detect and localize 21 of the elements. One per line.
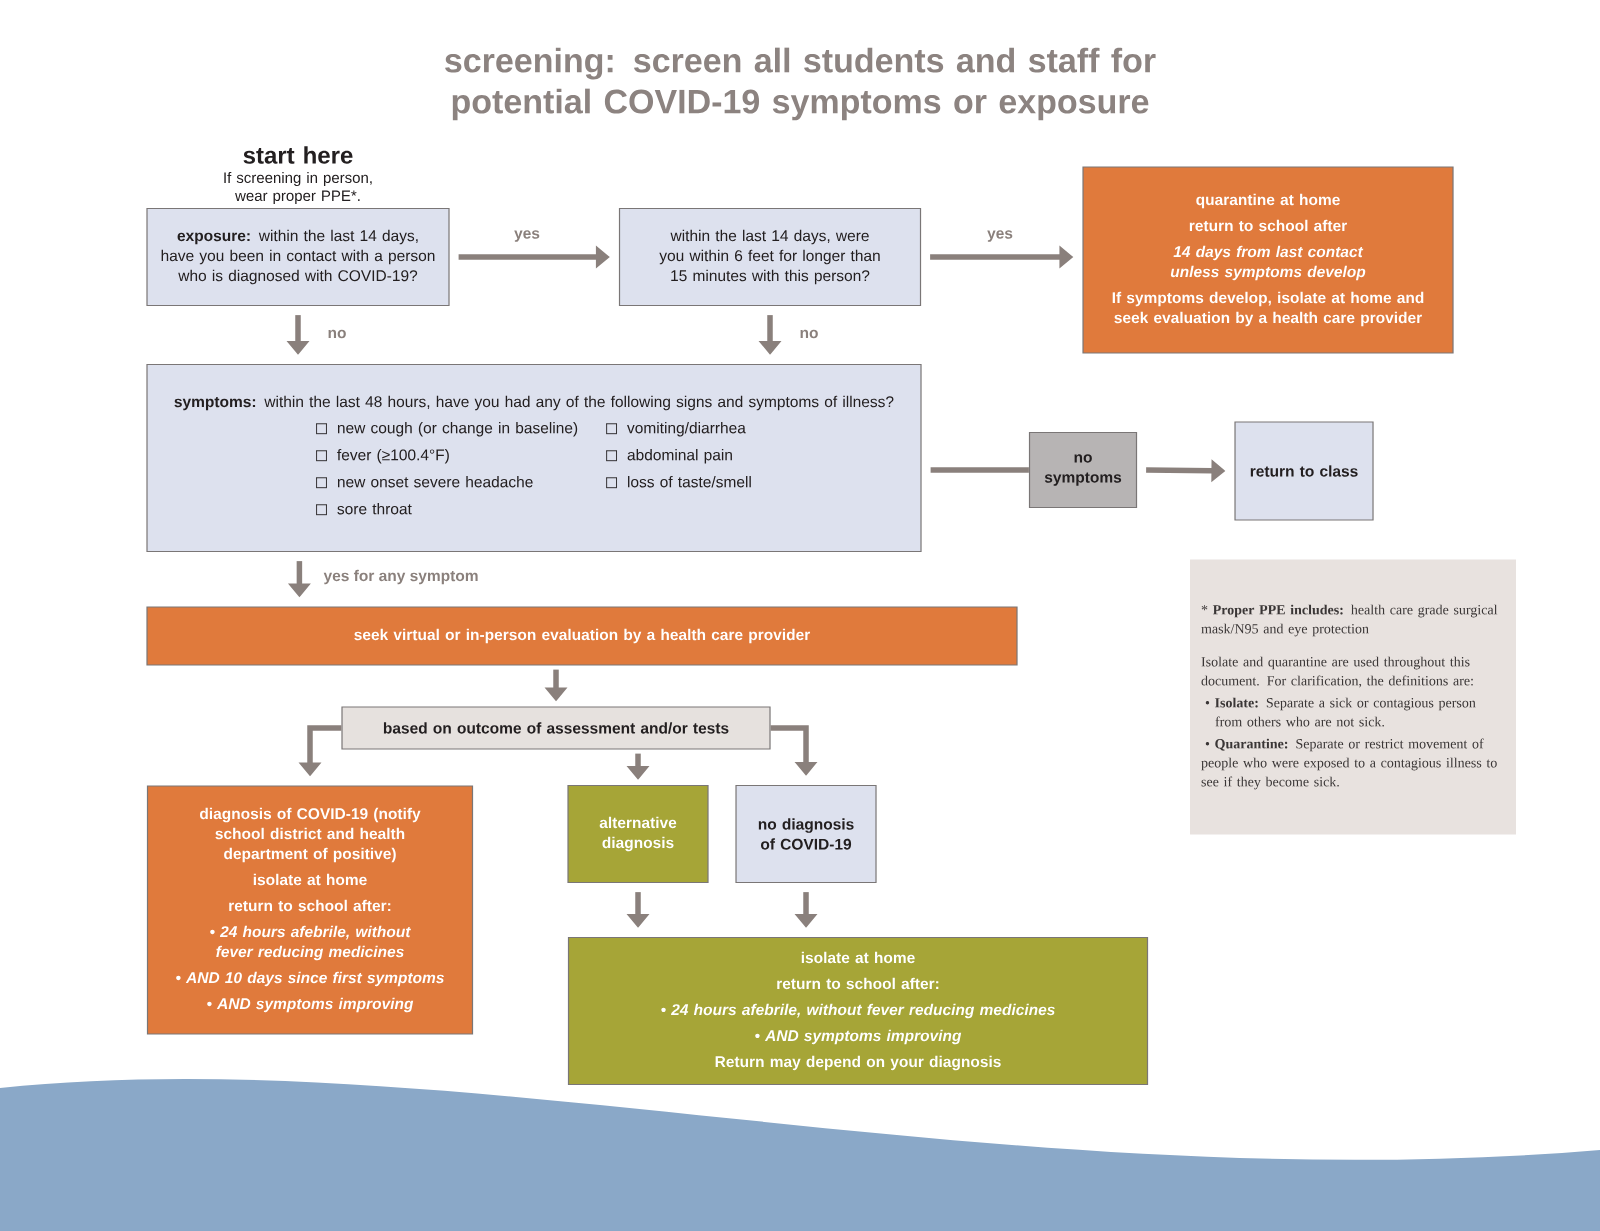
edge-label: yes (514, 230, 540, 242)
outcome-box: no diagnosis of COVID-19 (735, 784, 877, 884)
edge-label: yes (987, 230, 1013, 242)
question-box: within the last 14 days, were you within 6 feet for longer than 15 minutes with this person? (618, 207, 922, 307)
outcome-box: diagnosis of COVID-19 (notify school district and health department of positive) isolate at home return to school after: • 24 hours afebrile, without fever reducing medicines • AND 10 days since first symptoms • AND symptoms improving (146, 785, 474, 1035)
decision-box: based on outcome of assessment and/or tests (341, 706, 771, 750)
note-box: *Proper PPE includes: health care grade surgical mask/N95 and eye protection Isolate and quarantine are used throughout this document. For clarification, the definitions are: • Isolate: Separate a sick or contagious person from others who are not sick. • Quarantine: Separate or restrict movement of people who were exposed to a contagious illness to see if they become sick. (1190, 559, 1516, 835)
edge-label: no (800, 329, 818, 339)
edge-label: yes for any symptom (323, 569, 478, 585)
instruction-box: quarantine at home return to school after 14 days from last contact unless symptoms develop If symptoms develop, isolate at home and seek evaluation by a health care provider (1082, 166, 1454, 354)
question-box: exposure: within the last 14 days, have you been in contact with a person who is diagnosed with COVID-19? (146, 207, 450, 307)
result-box: no symptoms (1028, 431, 1138, 509)
instruction-box: isolate at home return to school after: • 24 hours afebrile, without fever reducing medicines • AND symptoms improving Return may depend on your diagnosis (567, 936, 1149, 1086)
checklist-box: symptoms: within the last 48 hours, have you had any of the following signs and symptoms of illness? new cough (or change in baseline) vomiting/diarrhea fever (≥100.4°F) abdominal pain new onset severe headache loss of taste/smell sore throat (146, 363, 922, 553)
result-box: return to class (1234, 421, 1374, 521)
note-text: If screening in person, wear proper PPE*. (224, 172, 372, 204)
edge-label: no (328, 329, 346, 339)
title: screening: screen all students and staff for potential COVID-19 symptoms or exposure (445, 47, 1156, 121)
heading: start here (243, 146, 353, 164)
action-box: seek virtual or in-person evaluation by a health care provider (146, 606, 1018, 666)
outcome-box: alternative diagnosis (567, 784, 709, 884)
